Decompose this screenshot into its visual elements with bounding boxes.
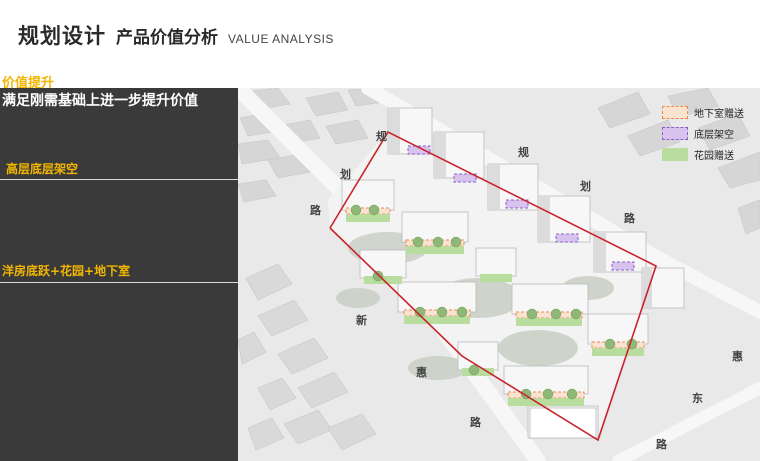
road-label-east-3: 路: [656, 437, 668, 451]
road-label-south-3: 路: [470, 415, 482, 429]
left-panel: [0, 88, 238, 461]
legend-item-garden: 花园赠送: [662, 145, 744, 163]
trees: [350, 204, 638, 400]
legend-swatch-stilt: [662, 126, 688, 140]
leader-line-1: [0, 179, 380, 180]
legend-swatch-garden: [662, 147, 688, 161]
road-labels: 规 划 路 规 划 路 新 惠 路 惠 东 路: [310, 129, 743, 451]
road-label-north-3: 路: [310, 203, 322, 217]
legend: 地下室赠送 底层架空 花园赠送: [662, 103, 744, 166]
section-label: 价值提升: [2, 76, 55, 91]
legend-item-basement: 地下室赠送: [662, 103, 744, 121]
legend-item-stilt: 底层架空: [662, 124, 744, 142]
site-plan: 规 划 路 规 划 路 新 惠 路 惠 东 路: [238, 88, 760, 461]
stilt-markers: [407, 145, 635, 271]
legend-label: 花园赠送: [694, 150, 734, 162]
legend-swatch-basement: [662, 105, 688, 119]
road-label-ne-2: 划: [580, 179, 591, 193]
site-plan-svg: 规 划 路 规 划 路 新 惠 路 惠 东 路: [238, 88, 760, 461]
road-label-south-1: 新: [356, 313, 367, 327]
road-label-ne-1: 规: [518, 145, 529, 159]
lead-text: 满足刚需基础上进一步提升价值: [2, 93, 198, 109]
legend-label: 底层架空: [694, 129, 734, 141]
road-label-north-1: 规: [376, 129, 387, 143]
road-label-east-2: 东: [692, 391, 703, 405]
surrounding-blocks-sw: [238, 263, 377, 451]
road-label-east-1: 惠: [732, 349, 743, 363]
legend-label: 地下室赠送: [694, 108, 744, 120]
road-label-south-2: 惠: [416, 365, 427, 379]
page-header: 规划设计 产品价值分析 VALUE ANALYSIS: [18, 20, 334, 52]
page-title: 规划设计: [18, 24, 106, 48]
south-building: [529, 407, 597, 439]
page-subtitle-en: VALUE ANALYSIS: [228, 32, 334, 46]
leader-line-2: [0, 282, 400, 283]
high-rise-shading: [388, 108, 652, 308]
road-label-north-2: 划: [340, 167, 351, 181]
road-label-ne-3: 路: [624, 211, 636, 225]
label-villa-garden-basement: 洋房底跃+花园+地下室: [2, 264, 131, 278]
site-boundary: [329, 130, 657, 442]
page-subtitle: 产品价值分析: [116, 28, 218, 48]
label-highrise-stilt: 高层底层架空: [6, 162, 79, 176]
